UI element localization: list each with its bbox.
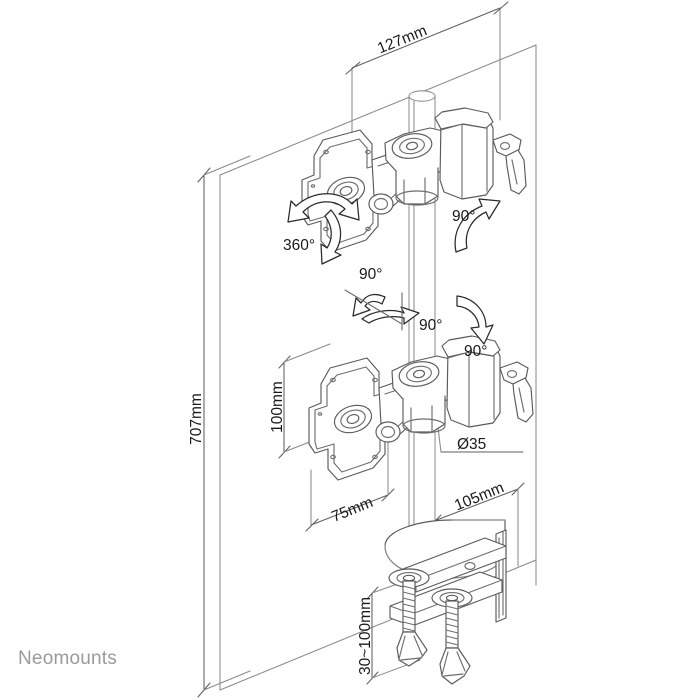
label-360-degrees: 360° bbox=[283, 237, 315, 254]
label-clamp-range: 30~100mm bbox=[357, 597, 374, 675]
label-707mm: 707mm bbox=[188, 393, 205, 445]
label-127mm: 127mm bbox=[375, 22, 429, 57]
desk-clamp-assembly bbox=[384, 519, 507, 685]
lower-pole-collar bbox=[441, 335, 534, 428]
clamp-screw-right bbox=[431, 588, 473, 685]
upper-vesa-plate bbox=[301, 129, 392, 253]
label-90-left: 90° bbox=[359, 266, 382, 283]
label-90-center: 90° bbox=[419, 317, 442, 334]
angle-labels: 360° 90° 90° 90° 90° bbox=[283, 208, 487, 360]
tilt-arrow-90-upper-right bbox=[454, 198, 501, 253]
pivot-arrow-90-left bbox=[352, 293, 386, 317]
clamp-screw-left bbox=[388, 568, 430, 667]
label-75mm: 75mm bbox=[329, 494, 375, 526]
dimension-707mm bbox=[197, 155, 251, 698]
label-105mm: 105mm bbox=[452, 479, 506, 514]
rotation-arrow-360 bbox=[287, 193, 360, 265]
label-90-upper-right: 90° bbox=[452, 208, 475, 225]
lower-vesa-plate bbox=[308, 357, 399, 481]
neomounts-logo: Neomounts bbox=[18, 648, 117, 669]
upper-monitor-mount bbox=[301, 107, 527, 253]
swivel-arrow-90-right bbox=[456, 295, 494, 345]
label-100mm: 100mm bbox=[269, 381, 286, 433]
lower-swivel-housing bbox=[391, 355, 466, 434]
label-90-right: 90° bbox=[464, 343, 487, 360]
pivot-arrow-90-center bbox=[344, 289, 420, 331]
label-pole-diameter: Ø35 bbox=[457, 436, 486, 453]
upper-pole-collar bbox=[434, 107, 527, 200]
lower-monitor-mount bbox=[308, 335, 534, 481]
